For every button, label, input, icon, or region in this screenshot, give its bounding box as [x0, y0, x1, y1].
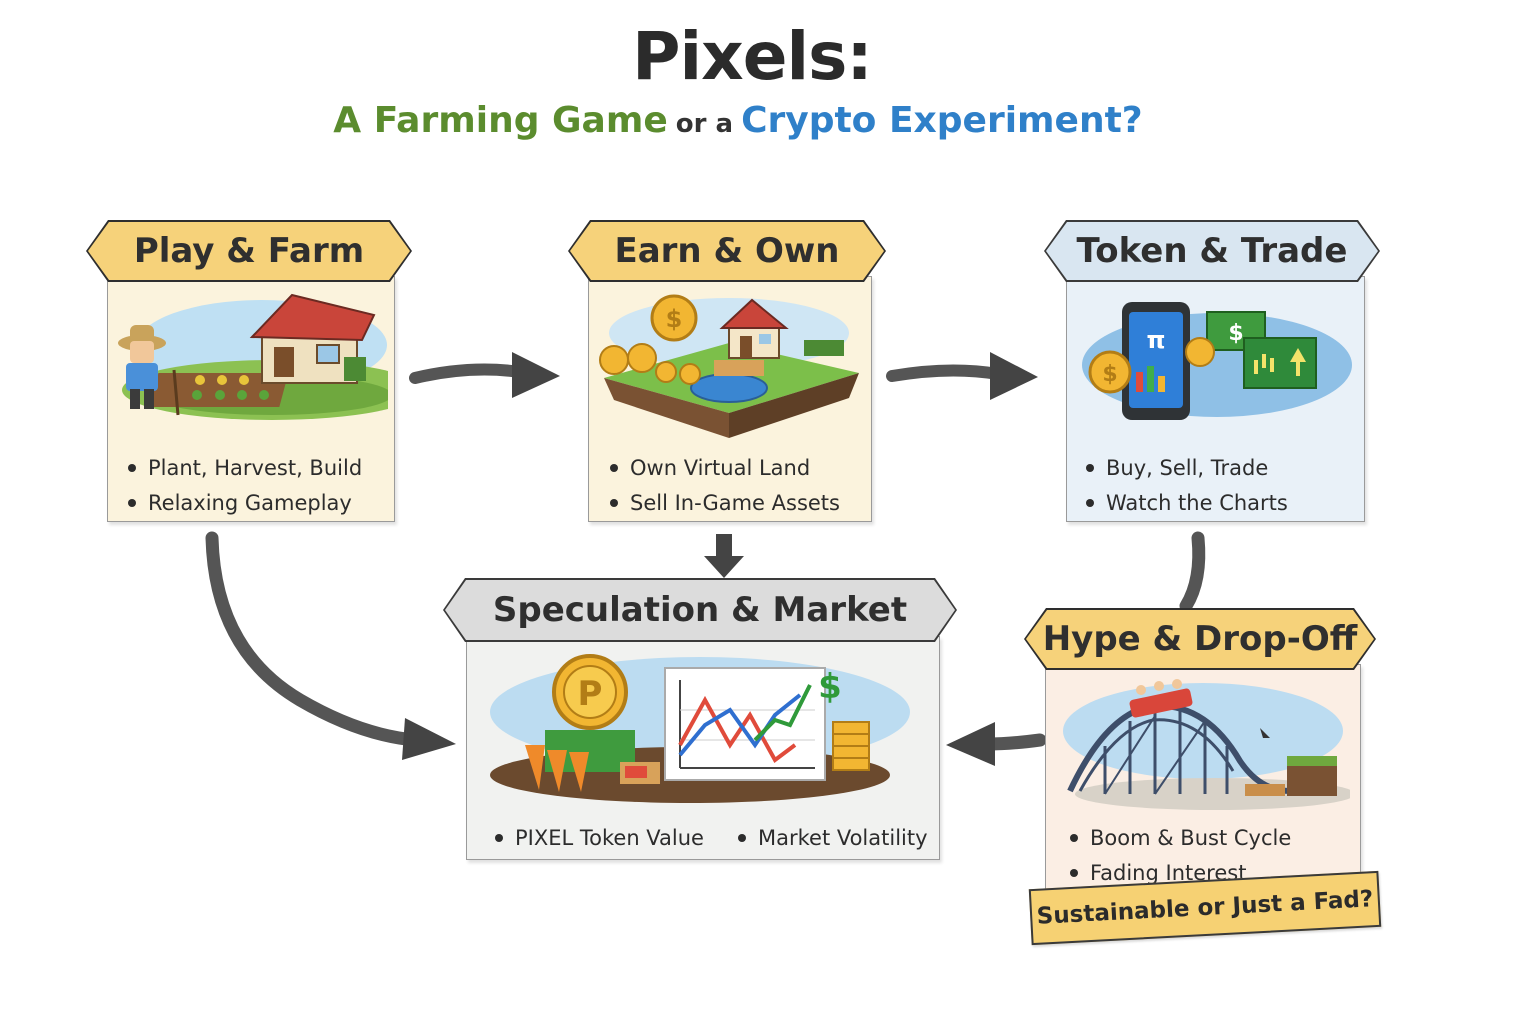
- bullet-item: Boom & Bust Cycle: [1070, 820, 1291, 855]
- bullet-item: Plant, Harvest, Build: [128, 450, 362, 485]
- bullet-item: Market Volatility: [738, 820, 928, 855]
- chart-card: [1244, 338, 1316, 388]
- arrow-play-to-speculation: [212, 538, 456, 760]
- arrow-earn-to-speculation: [704, 534, 744, 578]
- pixel-coin: P: [554, 656, 626, 728]
- connector-token-to-hype: [1186, 538, 1199, 606]
- stage-heading: Play & Farm: [86, 220, 412, 282]
- land-illustration: $: [594, 288, 864, 443]
- stage-heading: Earn & Own: [568, 220, 886, 282]
- bullet-item: Sell In-Game Assets: [610, 485, 840, 520]
- coin-bars: [833, 722, 869, 770]
- bullet-item: Watch the Charts: [1086, 485, 1288, 520]
- rollercoaster-illustration: [1055, 676, 1350, 816]
- arrow-hype-to-speculation: [946, 722, 1040, 766]
- svg-text:π: π: [1147, 326, 1166, 354]
- stage-heading: Token & Trade: [1044, 220, 1380, 282]
- svg-text:P: P: [578, 674, 603, 714]
- stage-bullets: Buy, Sell, Trade Watch the Charts: [1086, 450, 1288, 520]
- market-illustration: P $: [485, 650, 915, 810]
- svg-text:$: $: [1228, 321, 1243, 346]
- stage-bullets: Plant, Harvest, Build Relaxing Gameplay: [128, 450, 362, 520]
- arrow-play-to-earn: [415, 352, 560, 398]
- stage-bullets: PIXEL Token Value Market Volatility: [495, 820, 928, 855]
- price-chart: $: [665, 667, 842, 780]
- stage-heading: Speculation & Market: [443, 578, 957, 642]
- svg-text:$: $: [666, 305, 683, 333]
- farm-illustration: [112, 285, 388, 435]
- trading-illustration: π $ $: [1072, 290, 1357, 440]
- bullet-item: Relaxing Gameplay: [128, 485, 362, 520]
- arrow-earn-to-token: [892, 352, 1038, 400]
- svg-text:$: $: [1102, 362, 1117, 387]
- bullet-item: Own Virtual Land: [610, 450, 840, 485]
- svg-text:$: $: [818, 667, 842, 707]
- phone: π: [1122, 302, 1190, 420]
- stage-heading: Hype & Drop-Off: [1024, 608, 1376, 670]
- bullet-item: PIXEL Token Value: [495, 820, 704, 855]
- bullet-item: Buy, Sell, Trade: [1086, 450, 1288, 485]
- stage-bullets: Own Virtual Land Sell In-Game Assets: [610, 450, 840, 520]
